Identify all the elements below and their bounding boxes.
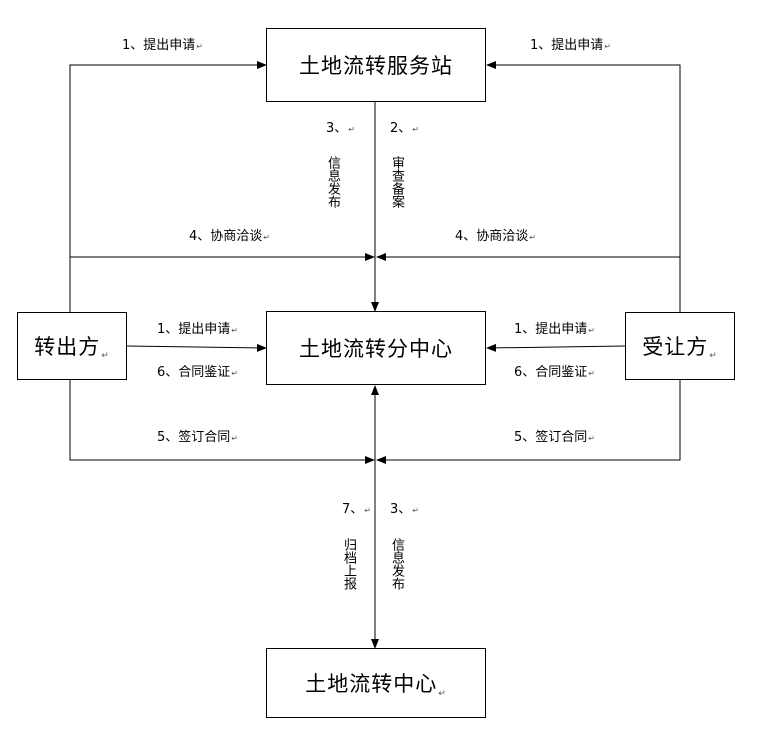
service-station-label: 土地流转服务站 [299, 54, 453, 78]
center-box: 土地流转中心 ↵ [266, 648, 486, 718]
label-negotiate-right: 4、协商洽谈↵ [455, 229, 536, 244]
label-sign-contract-left: 5、签订合同↵ [157, 430, 238, 445]
label-contract-verify-left: 6、合同鉴证↵ [157, 365, 238, 380]
connector-sign-left [69, 380, 375, 464]
center-label: 土地流转中心 [305, 672, 438, 696]
label-info-publish-bottom: 信息发布 [389, 538, 404, 590]
connector-transferor-to-station [69, 61, 267, 312]
label-archive-report: 归档上报 [341, 538, 356, 590]
branch-center-box: 土地流转分中心 [266, 311, 486, 385]
transferor-box: 转出方 ↵ [17, 312, 127, 380]
paragraph-mark: ↵ [101, 351, 110, 361]
label-negotiate-left: 4、协商洽谈↵ [189, 229, 270, 244]
paragraph-mark: ↵ [438, 689, 447, 699]
connector-sign-right [376, 380, 681, 464]
transferee-label: 受让方 [642, 335, 709, 359]
label-review-file: 审查备案 [389, 156, 404, 208]
service-station-box: 土地流转服务站 [266, 28, 486, 102]
label-contract-verify-right: 6、合同鉴证↵ [514, 365, 595, 380]
label-sign-contract-right: 5、签订合同↵ [514, 430, 595, 445]
label-num-2-top: 2、↵ [390, 121, 419, 136]
paragraph-mark: ↵ [709, 351, 718, 361]
connector-transferee-to-branch [486, 343, 626, 352]
label-apply-top-left: 1、提出申请↵ [122, 38, 203, 53]
label-num-3-top: 3、↵ [326, 121, 355, 136]
label-apply-mid-left: 1、提出申请↵ [157, 322, 238, 337]
label-apply-top-right: 1、提出申请↵ [530, 38, 611, 53]
transferee-box: 受让方 ↵ [625, 312, 735, 380]
branch-center-label: 土地流转分中心 [299, 337, 453, 361]
label-num-7-bottom: 7、↵ [342, 502, 371, 517]
label-apply-mid-right: 1、提出申请↵ [514, 322, 595, 337]
connector-transferee-to-station [486, 61, 681, 312]
label-info-publish-top: 信息发布 [325, 156, 340, 208]
label-num-3-bottom: 3、↵ [390, 502, 419, 517]
transferor-label: 转出方 [34, 335, 101, 359]
connector-transferor-to-branch [126, 343, 267, 352]
